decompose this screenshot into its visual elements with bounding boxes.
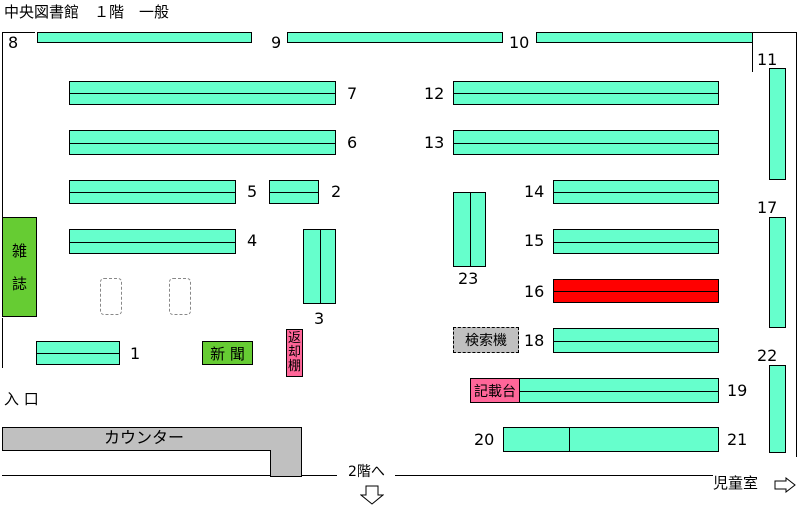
shelf-number-11: 11 (757, 50, 778, 69)
shelf-7[interactable] (69, 81, 336, 105)
shelf-number-3: 3 (314, 309, 325, 328)
shelf-number-17: 17 (757, 198, 778, 217)
shelf-22[interactable] (769, 365, 786, 453)
shelf-number-23: 23 (458, 269, 479, 288)
shelf-17[interactable] (769, 217, 786, 328)
writing-desk[interactable]: 記載台 (470, 378, 520, 403)
shelf-1[interactable] (36, 341, 120, 365)
shelf-number-12: 12 (424, 84, 445, 103)
shelf-number-8: 8 (8, 33, 19, 52)
shelf-14[interactable] (553, 180, 719, 204)
wall-top-left (2, 32, 35, 33)
shelf-12[interactable] (453, 81, 719, 105)
shelf-number-2: 2 (331, 182, 342, 201)
search-terminal[interactable]: 検索機 (453, 327, 519, 353)
counter-shape (2, 427, 302, 477)
shelf-number-19: 19 (727, 381, 748, 400)
shelf-10[interactable] (536, 32, 753, 43)
shelf-number-4: 4 (247, 231, 258, 250)
childrens-room-label: 児童室 (713, 474, 759, 492)
shelf-number-6: 6 (347, 133, 358, 152)
newspaper-label: 新 聞 (210, 344, 245, 363)
shelf-16-highlighted[interactable] (553, 279, 719, 303)
shelf-number-15: 15 (524, 231, 545, 250)
shelf-5[interactable] (69, 180, 236, 204)
shelf-number-21: 21 (727, 430, 748, 449)
shelf-number-16: 16 (524, 282, 545, 301)
shelf-2[interactable] (269, 180, 319, 204)
map-title: 中央図書館 １階 一般 (4, 3, 170, 21)
shelf-8[interactable] (37, 32, 252, 43)
wall-bottom-left (2, 475, 337, 476)
wall-right (796, 32, 797, 457)
search-terminal-label: 検索機 (465, 333, 507, 349)
shelf-20[interactable] (503, 427, 570, 452)
shelf-11[interactable] (769, 68, 786, 180)
shelf-number-20: 20 (474, 430, 495, 449)
shelf-number-13: 13 (424, 133, 445, 152)
wall-top-right (752, 32, 796, 33)
shelf-6[interactable] (69, 130, 336, 155)
shelf-number-7: 7 (347, 84, 358, 103)
shelf-18[interactable] (553, 328, 719, 353)
seat-1 (100, 278, 122, 315)
stairs-label: 2階へ (348, 464, 385, 480)
entrance-label: 入 口 (4, 390, 39, 408)
counter-label: カウンター (104, 428, 185, 447)
seat-2 (169, 278, 191, 315)
return-shelf-label-1: 返 (287, 331, 301, 346)
wall-left-lower (2, 318, 3, 368)
magazines-label-1: 雑 (11, 242, 27, 260)
shelf-number-5: 5 (247, 182, 258, 201)
shelf-number-22: 22 (757, 346, 778, 365)
down-arrow-icon[interactable] (360, 485, 384, 505)
shelf-3[interactable] (303, 229, 336, 304)
counter: カウンター (2, 427, 302, 477)
return-shelf[interactable]: 返 却 棚 (286, 329, 303, 377)
shelf-13[interactable] (453, 130, 719, 155)
wall-bottom-right (395, 475, 713, 476)
shelf-number-10: 10 (509, 33, 530, 52)
magazines-label-2: 誌 (11, 275, 27, 293)
shelf-23[interactable] (453, 192, 486, 267)
newspaper-rack[interactable]: 新 聞 (202, 341, 253, 365)
wall-left-upper (2, 32, 3, 217)
shelf-15[interactable] (553, 229, 719, 254)
shelf-number-18: 18 (524, 331, 545, 350)
shelf-4[interactable] (69, 229, 236, 254)
right-arrow-icon[interactable] (774, 477, 796, 493)
writing-desk-label: 記載台 (474, 383, 516, 400)
return-shelf-label-3: 棚 (287, 359, 301, 374)
shelf-number-1: 1 (130, 344, 141, 363)
return-shelf-label-2: 却 (287, 345, 301, 360)
wall-right-notch (752, 32, 753, 72)
shelf-9[interactable] (287, 32, 503, 43)
magazines-rack[interactable]: 雑 誌 (2, 217, 37, 317)
shelf-21[interactable] (569, 427, 719, 452)
shelf-number-9: 9 (271, 33, 282, 52)
shelf-number-14: 14 (524, 182, 545, 201)
